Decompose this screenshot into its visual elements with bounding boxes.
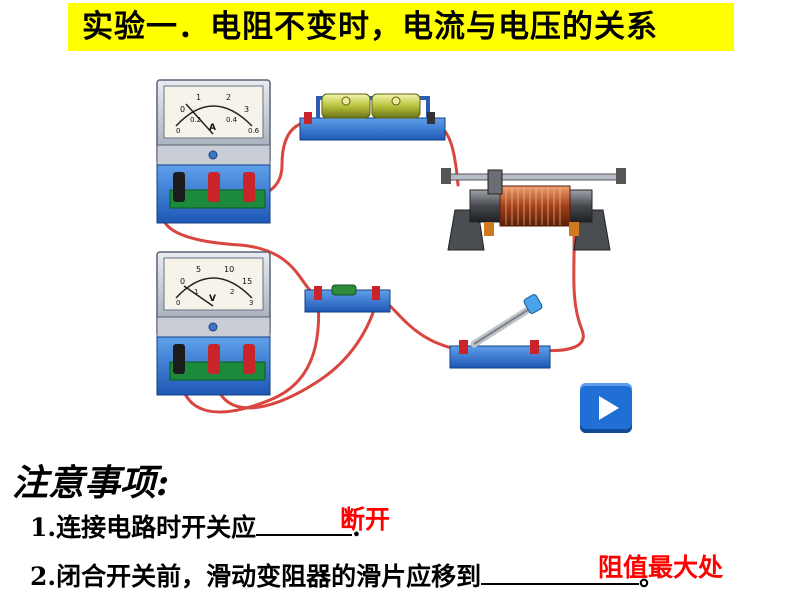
voltmeter-upper-0: 0 [180,277,185,286]
switch-base [449,345,551,369]
rheostat-rod-end-right [616,168,626,184]
rheostat [441,168,626,251]
note-item-2-blank [481,561,640,585]
ammeter-lower-3: 0.6 [248,127,260,135]
resistor-terminal-right [372,286,380,300]
rheostat-slider [487,169,503,195]
battery-cell-1 [321,93,371,119]
voltmeter: 0 5 10 15 0 1 2 3 V [156,251,271,396]
note-item-1-blank [256,512,353,536]
ammeter-needle [185,103,214,135]
voltmeter-arc [175,277,253,299]
ammeter-zero-knob [208,150,218,160]
note-item-2-answer: 阻值最大处 [598,553,724,582]
voltmeter-terminal-15 [243,344,255,374]
switch-handle [523,294,543,314]
ammeter-lower-1: 0.2 [190,116,201,124]
rheostat-terminal-right [569,222,579,236]
voltmeter-terminal-3 [208,344,220,374]
wire-rheostat-to-switch [536,228,585,353]
ammeter-terminal-neg [173,172,185,202]
voltmeter-upper-1: 5 [196,265,201,274]
note-item-2: 2.闭合开关前，滑动变阻器的滑片应移到 。 [30,557,664,593]
switch-terminal-right [530,340,539,354]
voltmeter-lower-3: 3 [249,299,253,307]
rheostat-rod [445,173,622,181]
voltmeter-terminal-neg [173,344,185,374]
voltmeter-unit: V [209,294,216,304]
fixed-resistor [304,284,391,313]
switch [449,294,551,369]
battery-cell-2 [371,93,421,119]
play-icon [599,396,619,420]
voltmeter-lower-1: 1 [194,288,198,296]
note-item-1-answer: 断开 [340,505,391,534]
ammeter-upper-0: 0 [180,105,185,114]
switch-terminal-left [459,340,468,354]
voltmeter-upper-3: 15 [242,277,252,286]
wire-voltmeter-pos [212,294,380,410]
voltmeter-lower-0: 0 [176,299,180,307]
wires [161,120,585,414]
voltmeter-zero-knob [208,322,218,332]
voltmeter-dial [163,257,264,311]
wire-voltmeter-neg [178,294,321,414]
note-item-1: 1.连接电路时开关应. [30,508,361,544]
ammeter-unit: A [209,123,216,133]
note-item-2-suffix: 。 [639,562,665,591]
rheostat-terminal-left [484,222,494,236]
ammeter-dial [163,85,264,139]
note-item-1-prefix: 1.连接电路时开关应 [30,513,257,542]
voltmeter-lower-2: 2 [230,288,234,296]
ammeter-upper-3: 3 [244,105,249,114]
battery-terminal-left [304,112,312,124]
battery-base [299,117,446,141]
voltmeter-upper-2: 10 [224,265,234,274]
note-item-1-suffix: . [352,513,361,542]
ammeter-upper-1: 1 [196,93,201,102]
play-button[interactable] [580,383,632,433]
battery-terminal-right [427,112,435,124]
note-item-2-prefix: 2.闭合开关前，滑动变阻器的滑片应移到 [30,562,482,591]
voltmeter-needle [183,285,214,307]
ammeter-upper-2: 2 [226,93,231,102]
resistor-body [331,284,357,296]
notes-heading: 注意事项: [12,462,170,504]
ammeter-arc [175,105,253,127]
page-title: 实验一．电阻不变时，电流与电压的关系 [68,3,734,51]
ammeter-terminal-3 [243,172,255,202]
rheostat-rod-end-left [441,168,451,184]
ammeter-lower-0: 0 [176,127,180,135]
resistor-terminal-left [314,286,322,300]
ammeter-lower-2: 0.4 [226,116,238,124]
ammeter: 0 1 2 3 0 0.2 0.4 0.6 A [156,79,271,224]
battery-holder [299,93,446,141]
ammeter-terminal-06 [208,172,220,202]
